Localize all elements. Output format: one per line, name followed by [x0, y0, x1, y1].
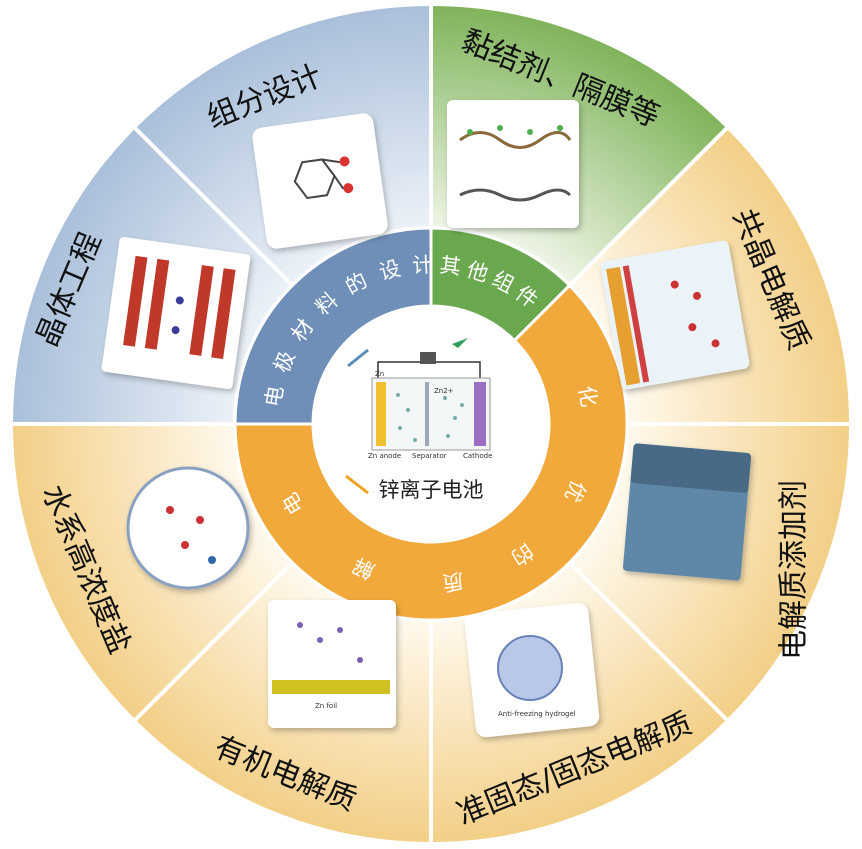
anode-note: Zn anode — [368, 452, 401, 460]
thumb-electrolyte-additive — [622, 443, 752, 581]
zn-foil-label: Zn foil — [315, 702, 337, 710]
cathode-bar — [474, 382, 486, 446]
cathode-label: Cathode — [463, 452, 492, 460]
electrode-design-char: 计 — [412, 253, 434, 278]
label-electrolyte-additive: 电解质添加剂 — [777, 480, 812, 660]
anti-freezing-label: Anti-freezing hydrogel — [498, 710, 576, 718]
separator-bar — [425, 382, 429, 446]
thumb-component-design — [252, 113, 388, 249]
inner-electrode-design — [233, 226, 433, 426]
center-label: 锌离子电池 — [379, 478, 484, 502]
battery-cell-illustration: Zn Zn2+ Zn anode Separator Cathode — [345, 338, 492, 495]
other-components-char: 其 — [438, 253, 462, 279]
thumb-binder-separator — [447, 100, 579, 228]
electrode-design-char: 电 — [261, 384, 288, 409]
thumb-quasi-solid: Anti-freezing hydrogel — [464, 602, 600, 738]
ion-label: Zn2+ — [434, 387, 454, 395]
load-icon — [420, 352, 436, 364]
thumb-crystal-engineering — [101, 236, 251, 390]
electrolyte-optimization-char: 质 — [441, 568, 465, 595]
thumb-water-in-salt — [126, 466, 250, 590]
electrolyte-optimization-char: 化 — [574, 384, 601, 409]
anode-label: Zn — [375, 370, 384, 378]
thumb-organic-electrolyte: Zn foil — [268, 600, 396, 728]
thumb-eutectic-electrolyte — [600, 240, 750, 390]
inner-ring: 电极材料的设计其他组件电解质的优化 — [233, 226, 629, 622]
separator-label: Separator — [412, 452, 447, 460]
zn-anode-bar — [376, 382, 386, 446]
